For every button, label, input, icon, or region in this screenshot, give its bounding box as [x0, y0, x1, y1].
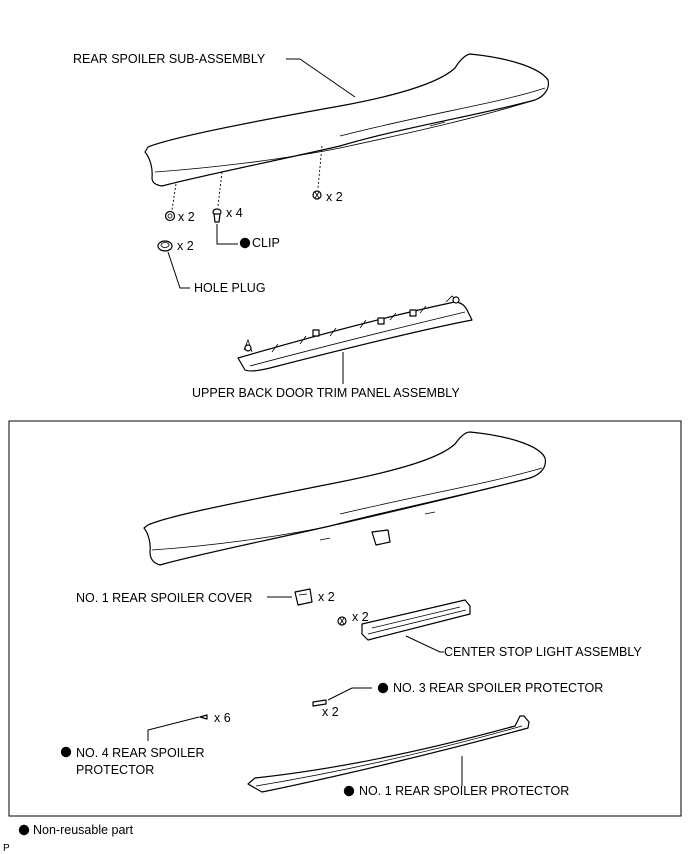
spoiler-protector-4-label-line1: NO. 4 REAR SPOILER	[76, 746, 205, 760]
spoiler-cover-quantity: x 2	[318, 590, 335, 604]
spoiler-protector-1	[247, 715, 530, 793]
non-reusable-bullet-icon	[377, 682, 389, 694]
alternate-view-frame	[8, 420, 682, 817]
rear-spoiler-sub-assembly-label: REAR SPOILER SUB-ASSEMBLY	[73, 52, 266, 66]
upper-trim-panel-label: UPPER BACK DOOR TRIM PANEL ASSEMBLY	[192, 386, 460, 400]
clip-icon	[212, 208, 222, 223]
rear-spoiler-box	[143, 431, 547, 566]
legend-bullet-icon	[18, 824, 30, 836]
spoiler-protector-4-icon	[199, 714, 208, 720]
spoiler-protector-4-label-line2: PROTECTOR	[76, 763, 154, 777]
clip-label: CLIP	[252, 236, 280, 250]
spoiler-protector-3-icon	[312, 699, 327, 707]
screw-icon	[312, 190, 322, 200]
spoiler-protector-1-label: NO. 1 REAR SPOILER PROTECTOR	[359, 784, 569, 798]
spoiler-protector-4-quantity: x 6	[214, 711, 231, 725]
spoiler-protector-3-label: NO. 3 REAR SPOILER PROTECTOR	[393, 681, 603, 695]
rear-spoiler-sub-assembly	[144, 53, 550, 187]
screw-box-quantity: x 2	[352, 610, 369, 624]
center-stop-light-assembly	[361, 599, 471, 641]
figure-code: P	[3, 843, 10, 854]
legend-nonreusable-label: Non-reusable part	[33, 823, 134, 837]
clip-quantity: x 4	[226, 206, 243, 220]
stop-light-label: CENTER STOP LIGHT ASSEMBLY	[444, 645, 642, 659]
nut-icon	[164, 210, 176, 222]
hole-plug-quantity: x 2	[177, 239, 194, 253]
non-reusable-bullet-icon	[60, 746, 72, 758]
upper-back-door-trim-panel	[237, 295, 473, 372]
screw-box-icon	[337, 616, 347, 626]
non-reusable-bullet-icon	[239, 237, 251, 249]
spoiler-cover-label: NO. 1 REAR SPOILER COVER	[76, 591, 252, 605]
spoiler-protector-3-quantity: x 2	[322, 705, 339, 719]
cover-attached-icon	[371, 529, 391, 546]
nut-quantity: x 2	[178, 210, 195, 224]
hole-plug-icon	[157, 240, 173, 252]
hole-plug-label: HOLE PLUG	[194, 281, 266, 295]
spoiler-cover-icon	[294, 588, 313, 606]
screw-quantity: x 2	[326, 190, 343, 204]
non-reusable-bullet-icon	[343, 785, 355, 797]
